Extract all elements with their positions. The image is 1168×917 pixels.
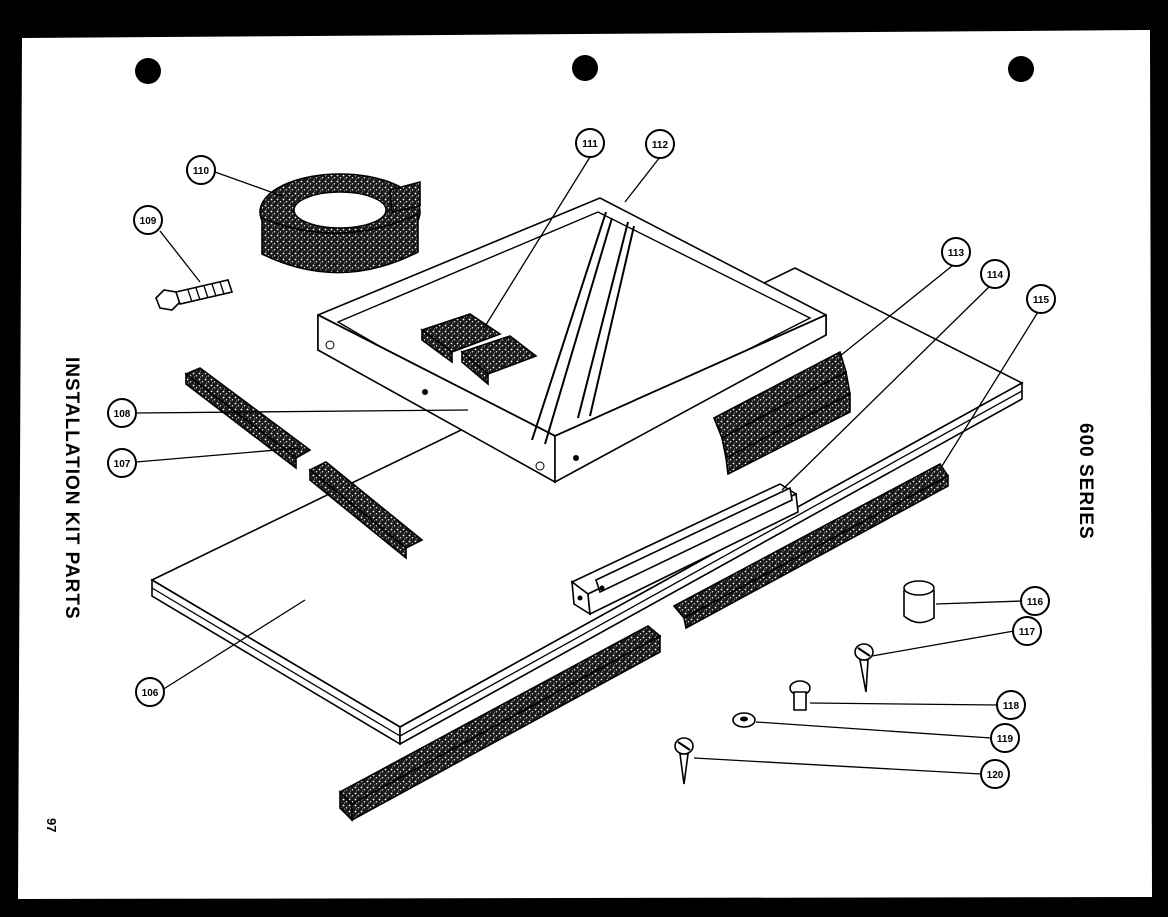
callout-109: 109 (133, 205, 163, 235)
svg-text:107: 107 (114, 459, 131, 470)
screw-117-part (854, 643, 874, 693)
svg-text:117: 117 (1019, 627, 1036, 638)
screw-118-part (789, 680, 811, 711)
foam-strip-lower-part (308, 461, 424, 560)
callout-112: 112 (645, 129, 675, 159)
svg-text:115: 115 (1033, 295, 1050, 306)
sleeve-part (903, 580, 935, 624)
callout-118: 118 (996, 690, 1026, 720)
svg-text:118: 118 (1003, 701, 1020, 712)
svg-text:108: 108 (114, 409, 131, 420)
svg-text:110: 110 (193, 166, 210, 177)
svg-text:106: 106 (142, 688, 159, 699)
callout-106: 106 (135, 677, 165, 707)
pads-part (420, 313, 538, 386)
svg-text:112: 112 (652, 140, 669, 151)
bolt-part (155, 279, 234, 311)
svg-text:109: 109 (140, 216, 157, 227)
callout-120: 120 (980, 759, 1010, 789)
series-label: 600 SERIES (1075, 423, 1096, 540)
frame-part (317, 197, 827, 484)
svg-text:113: 113 (948, 248, 965, 259)
page-number: 97 (44, 818, 59, 832)
callout-117: 117 (1012, 616, 1042, 646)
svg-text:114: 114 (987, 270, 1004, 281)
callout-111: 111 (575, 128, 605, 158)
side-title: INSTALLATION KIT PARTS (61, 357, 82, 620)
binder-hole-left (135, 58, 161, 84)
foam-strip-upper-part (184, 367, 312, 470)
svg-text:111: 111 (582, 139, 598, 150)
callout-114: 114 (980, 259, 1010, 289)
screw-120-part (674, 737, 694, 785)
long-foam-strip-upper-part (672, 462, 950, 630)
foam-blocks-part (712, 350, 851, 476)
channel-part (570, 483, 799, 616)
nut-part (732, 712, 756, 728)
svg-text:120: 120 (987, 770, 1004, 781)
long-foam-strip-lower-part (338, 625, 662, 822)
svg-text:116: 116 (1027, 597, 1044, 608)
leader-lines (135, 156, 1039, 775)
binder-hole-center (572, 55, 598, 81)
callout-119: 119 (990, 723, 1020, 753)
callout-116: 116 (1020, 586, 1050, 616)
binder-hole-right (1008, 56, 1034, 82)
foam-roll-part (259, 173, 421, 274)
callout-108: 108 (107, 398, 137, 428)
callout-113: 113 (941, 237, 971, 267)
callout-107: 107 (107, 448, 137, 478)
callout-110: 110 (186, 155, 216, 185)
callout-115: 115 (1026, 284, 1056, 314)
svg-text:119: 119 (997, 734, 1014, 745)
